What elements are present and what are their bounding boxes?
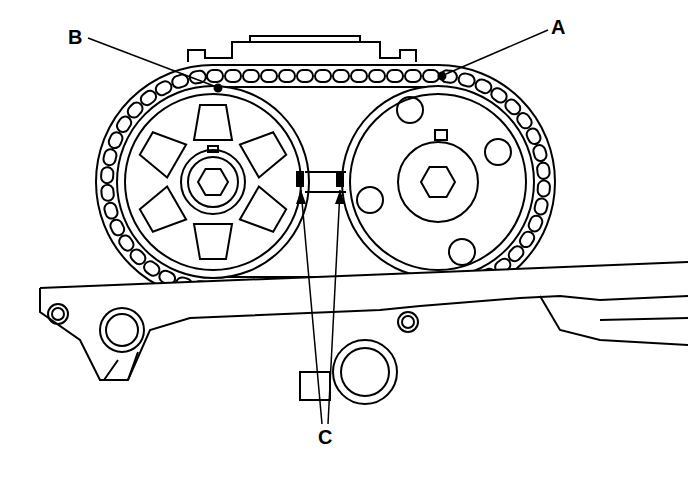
- chain-links-inner: [107, 76, 544, 288]
- sprocket-rim: [125, 94, 301, 270]
- leader-line: [328, 190, 340, 424]
- boss-round: [341, 348, 389, 396]
- bolt: [402, 316, 414, 328]
- leader-line: [446, 30, 548, 74]
- bolt: [52, 308, 64, 320]
- timing-mark: [337, 172, 343, 186]
- bolt: [398, 312, 418, 332]
- hex-bolt: [198, 169, 228, 195]
- guide-tab: [250, 36, 360, 42]
- sprocket: [117, 86, 309, 278]
- timing-mark: [297, 172, 303, 186]
- reference-dot: [215, 85, 222, 92]
- bore: [106, 314, 138, 346]
- callout-letter: A: [549, 16, 567, 38]
- bridge-bar: [305, 172, 346, 192]
- hub: [181, 150, 245, 214]
- sprocket-hole: [357, 187, 383, 213]
- hex-bolt: [421, 167, 455, 197]
- chain-inner: [107, 76, 544, 288]
- sprocket-hole: [449, 239, 475, 265]
- spoke-hole: [240, 127, 289, 177]
- head-edge: [40, 262, 688, 288]
- spoke-hole: [137, 187, 186, 237]
- head-rib: [104, 352, 138, 380]
- head-mask: [40, 262, 688, 484]
- sprocket-rim: [350, 94, 526, 270]
- spoke-hole: [194, 224, 232, 259]
- callout-letter: B: [66, 26, 84, 48]
- sprocket-hole: [397, 97, 423, 123]
- pin-slot: [435, 130, 447, 140]
- spoke-hole: [194, 105, 232, 140]
- spoke-hole: [240, 187, 289, 237]
- boss: [300, 372, 330, 400]
- reference-dot: [439, 73, 446, 80]
- sprocket-hole: [485, 139, 511, 165]
- bore: [100, 308, 144, 352]
- chain-guide: [188, 42, 416, 62]
- head-outline: [600, 318, 688, 320]
- hub: [398, 142, 478, 222]
- bolt: [48, 304, 68, 324]
- leader-arrowhead: [296, 190, 345, 204]
- callout-letter: C: [316, 426, 334, 448]
- head-outline: [540, 296, 688, 345]
- washer: [188, 157, 238, 207]
- sprocket: [342, 86, 534, 278]
- spoke-hole: [137, 127, 186, 177]
- chain-links: [107, 76, 544, 288]
- boss-round: [333, 340, 397, 404]
- leader-line: [301, 190, 322, 424]
- leader-line: [88, 38, 214, 86]
- chain-band: [107, 76, 544, 288]
- key-slot: [208, 146, 218, 152]
